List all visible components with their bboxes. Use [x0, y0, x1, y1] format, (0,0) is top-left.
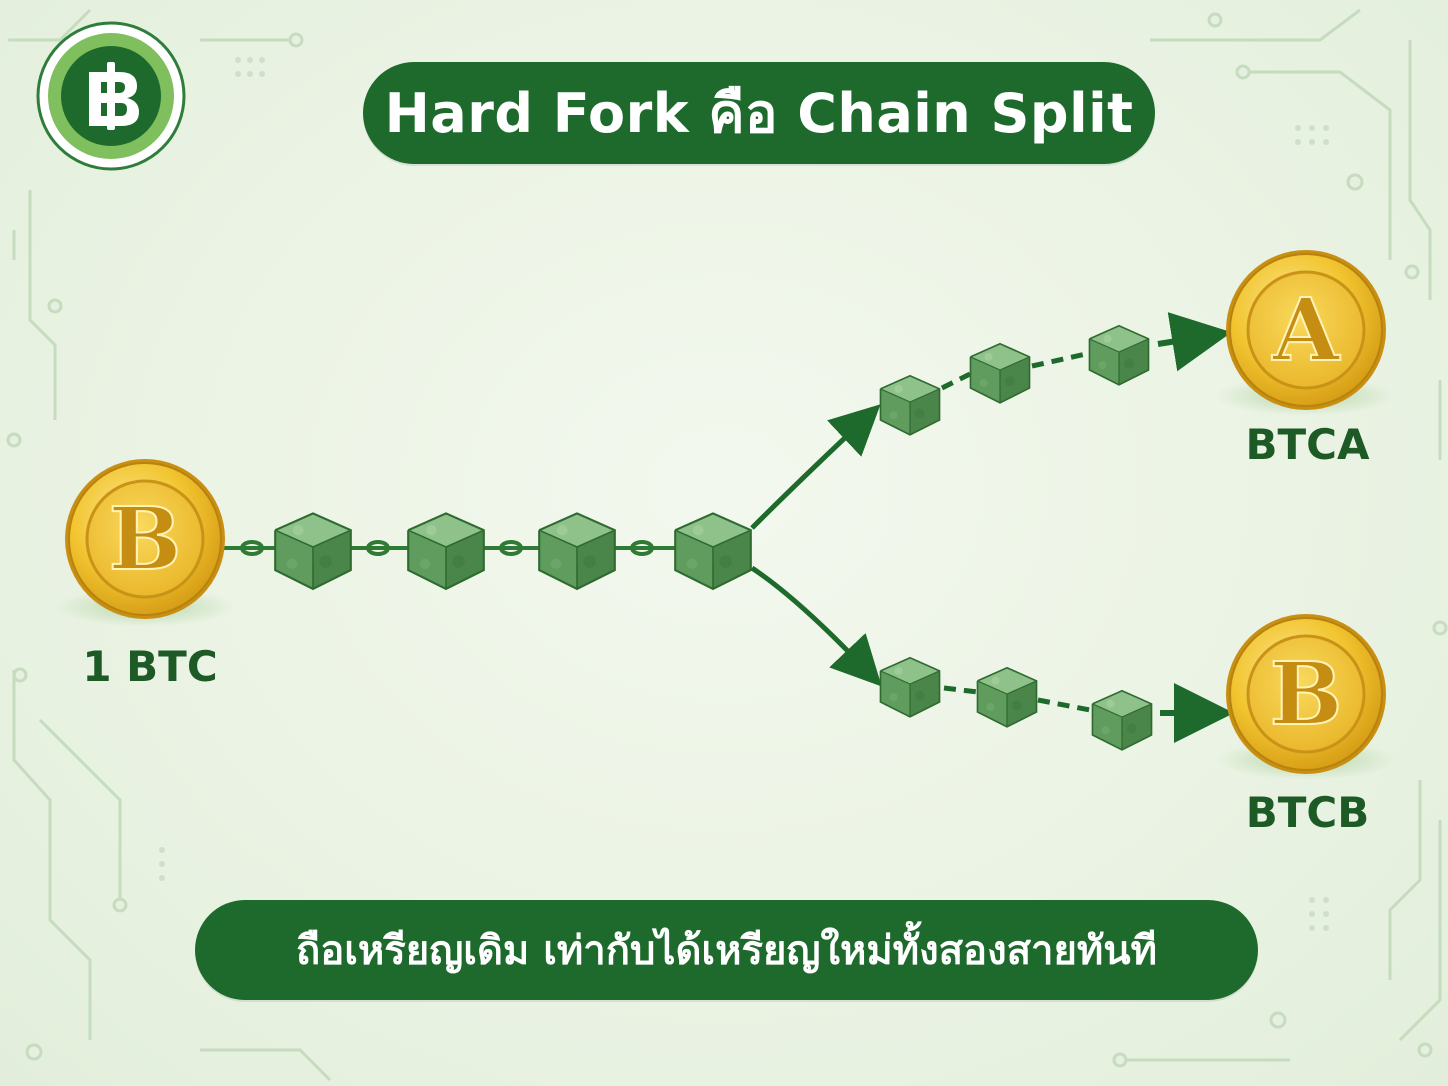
branch-a-arrow: [1157, 312, 1232, 372]
source-chain-link: [218, 540, 680, 556]
fork-a-coin-letter: A: [1272, 280, 1341, 381]
chain-block: [879, 656, 941, 718]
chain-block: [976, 666, 1038, 728]
branch-b: [879, 656, 1153, 751]
fork-arrow-down: [750, 565, 882, 687]
fork-a-coin: A: [1216, 250, 1396, 416]
source-coin-label: 1 BTC: [82, 642, 218, 691]
main-chain: [274, 512, 752, 591]
chain-block: [969, 342, 1031, 404]
chain-block: [1088, 324, 1150, 386]
source-coin-letter: B: [109, 489, 182, 590]
chain-block: [407, 512, 485, 591]
fork-a-coin-label: BTCA: [1245, 420, 1370, 469]
title-banner: Hard Fork คือ Chain Split: [363, 62, 1155, 164]
chain-block: [1091, 689, 1153, 751]
fork-b-coin: B: [1216, 614, 1396, 780]
chain-block: [274, 512, 352, 591]
caption-text: ถือเหรียญเดิม เท่ากับได้เหรียญใหม่ทั้งสอ…: [296, 928, 1157, 974]
chain-block: [538, 512, 616, 591]
circuit-decoration-left: [6, 8, 332, 1082]
caption-banner: ถือเหรียญเดิม เท่ากับได้เหรียญใหม่ทั้งสอ…: [195, 900, 1258, 1000]
brand-logo: [36, 21, 186, 171]
dot-grid-decoration: [159, 57, 1329, 931]
source-coin: B: [55, 459, 235, 627]
baht-coin-logo-icon: [89, 62, 139, 130]
fork-arrow-up: [750, 404, 881, 530]
fork-b-coin-label: BTCB: [1245, 788, 1370, 837]
page-title: Hard Fork คือ Chain Split: [384, 82, 1134, 145]
chain-block: [674, 512, 752, 591]
circuit-decoration-right: [1112, 8, 1448, 1068]
branch-a: [879, 324, 1150, 436]
branch-b-links: [943, 685, 1091, 713]
fork-b-coin-letter: B: [1270, 644, 1343, 745]
chain-block: [879, 374, 941, 436]
branch-a-links: [940, 351, 1087, 391]
